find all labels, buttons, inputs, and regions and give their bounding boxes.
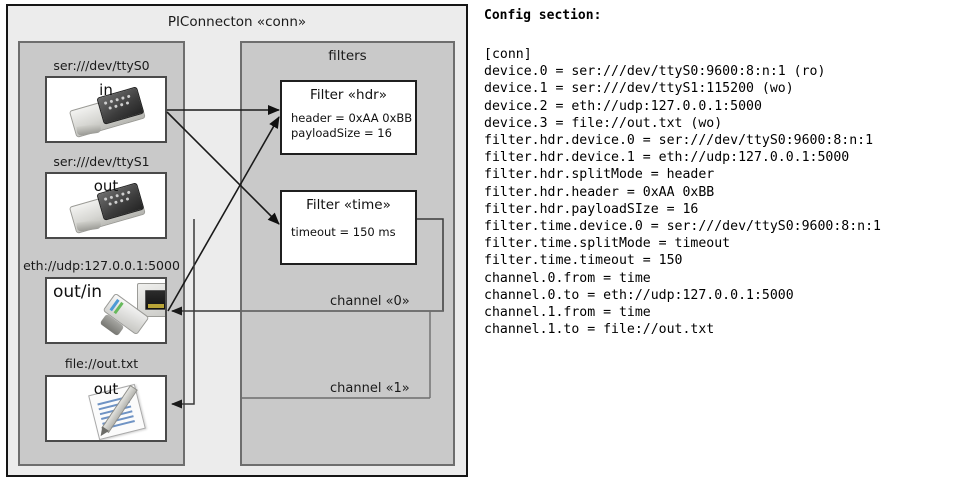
device-box-ttys0[interactable]: in (45, 76, 167, 143)
device-label-out-serial: out (93, 177, 119, 195)
filter-hdr-attr-header: header = 0xAA 0xBB (291, 111, 413, 125)
device-box-file[interactable]: out (45, 375, 167, 442)
edge-ttys0-to-filter-time (166, 111, 280, 225)
device-box-ttys1[interactable]: out (45, 172, 167, 239)
config-section: Config section: [conn] device.0 = ser://… (484, 0, 964, 484)
device-caption-eth: eth://udp:127.0.0.1:5000 (23, 258, 180, 273)
device-box-eth[interactable]: out/in (45, 277, 167, 344)
device-caption-file: file://out.txt (64, 356, 139, 371)
edge-eth-to-filter-hdr (167, 116, 280, 312)
device-caption-ttys0: ser:///dev/ttyS0 (53, 58, 150, 73)
config-heading: Config section: (484, 8, 602, 23)
filter-hdr-attr-payloadsize: payloadSize = 16 (291, 126, 392, 140)
ethernet-port-icon (99, 283, 165, 342)
channel-label-0: channel «0» (330, 294, 410, 309)
filter-time-title: Filter «time» (306, 197, 391, 213)
filters-panel-title: filters (328, 48, 367, 64)
filter-hdr-title: Filter «hdr» (310, 87, 387, 103)
architecture-diagram: PIConnecton «conn» ser:///dev/ttyS0 in s… (0, 0, 478, 484)
diagram-edges (166, 105, 444, 409)
edge-channel-1 (171, 219, 195, 409)
device-caption-ttys1: ser:///dev/ttyS1 (53, 154, 150, 169)
filter-time-attr-timeout: timeout = 150 ms (291, 225, 396, 239)
diagram-title: PIConnecton «conn» (167, 14, 307, 30)
device-label-in: in (99, 81, 113, 99)
device-label-out-file: out (93, 380, 119, 398)
config-lines: [conn] device.0 = ser:///dev/ttyS0:9600:… (484, 47, 881, 338)
filter-box-hdr[interactable]: Filter «hdr» header = 0xAA 0xBB payloadS… (280, 80, 417, 155)
channel-label-1: channel «1» (330, 381, 410, 396)
device-label-out-in: out/in (53, 282, 103, 302)
filter-box-time[interactable]: Filter «time» timeout = 150 ms (280, 190, 417, 265)
